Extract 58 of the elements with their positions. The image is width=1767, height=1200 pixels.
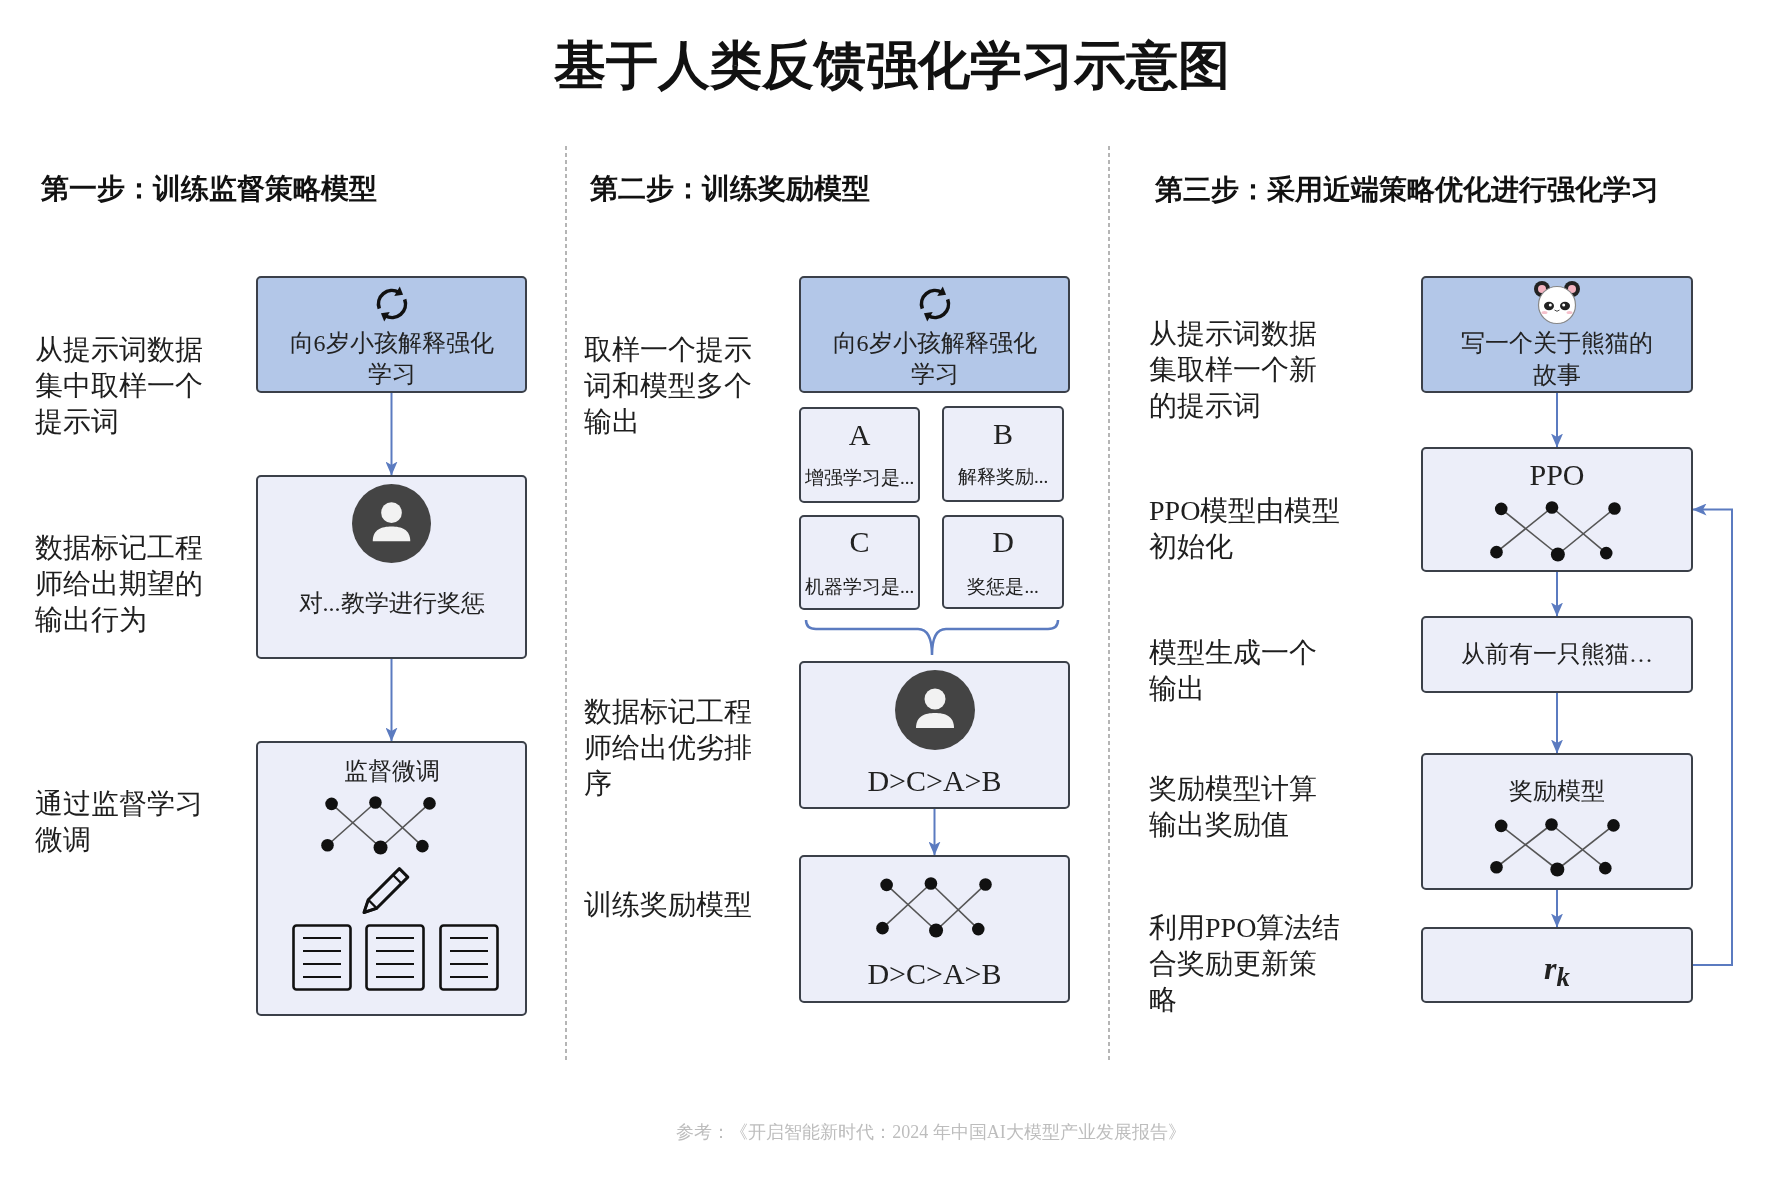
model-label: 奖励模型 [1509, 777, 1605, 806]
response-text: 对...教学进行奖惩 [298, 589, 485, 618]
step-description: 训练奖励模型 [584, 888, 752, 922]
option-letter: A [848, 418, 871, 452]
reward-model-box [1421, 753, 1693, 890]
option-text: 机器学习是... [804, 575, 915, 599]
diagram-title: 基于人类反馈强化学习示意图 [554, 35, 1230, 96]
option-letter: C [849, 525, 870, 559]
step-description: 从提示词数据集取样一个新的提示词 [1149, 317, 1318, 423]
arrow [928, 808, 941, 856]
option-text: 增强学习是... [804, 466, 915, 490]
arrow [1692, 503, 1733, 966]
ranking-box [799, 661, 1070, 809]
output-box [942, 406, 1064, 502]
step-description: 通过监督学习微调 [35, 787, 204, 857]
option-letter: B [993, 417, 1013, 451]
step-description: 数据标记工程师给出优劣排序 [584, 695, 753, 801]
reward-symbol: r$_{k}$ [1544, 949, 1570, 995]
arrow [1551, 692, 1563, 754]
step-heading: 第一步：训练监督策略模型 [41, 172, 377, 206]
response-text: 从前有一只熊猫… [1461, 640, 1653, 669]
output-box [942, 515, 1064, 609]
output-box [1421, 616, 1693, 693]
arrow [1551, 392, 1563, 448]
prompt-text: 向6岁小孩解释强化学习 [288, 329, 495, 389]
reward-model-box [799, 855, 1070, 1003]
step-description: 奖励模型计算输出奖励值 [1149, 772, 1318, 842]
prompt-text: 向6岁小孩解释强化学习 [831, 329, 1038, 389]
prompt-box [256, 276, 527, 393]
labeler-box [256, 475, 527, 659]
option-text: 奖惩是... [967, 575, 1039, 599]
arrow [1551, 571, 1563, 617]
step-description: 利用PPO算法结合奖励更新策略 [1149, 911, 1342, 1017]
step-heading: 第二步：训练奖励模型 [590, 172, 870, 206]
arrow [1551, 889, 1563, 928]
prompt-box [799, 276, 1070, 393]
step-description: 模型生成一个输出 [1149, 636, 1318, 706]
arrow [385, 658, 398, 742]
step-heading: 第三步：采用近端策略优化进行强化学习 [1155, 173, 1659, 207]
step-description: PPO模型由模型初始化 [1149, 494, 1342, 564]
step-description: 数据标记工程师给出期望的输出行为 [35, 531, 204, 637]
source-note: 参考：《开启智能新时代：2024 年中国AI大模型产业发展报告》 [676, 1121, 1186, 1144]
output-box [799, 407, 920, 503]
step-description: 从提示词数据集中取样一个提示词 [35, 333, 204, 439]
ranking-text: D>C>A>B [867, 763, 1002, 799]
model-label: PPO [1529, 457, 1585, 493]
step-description: 取样一个提示词和模型多个输出 [584, 333, 753, 439]
prompt-box [1421, 276, 1693, 393]
ranking-text: D>C>A>B [867, 956, 1002, 992]
model-label: 监督微调 [343, 757, 440, 786]
arrow [385, 392, 398, 476]
option-text: 解释奖励... [957, 465, 1049, 489]
fine-tune-box [256, 741, 527, 1016]
prompt-text: 写一个关于熊猫的故事 [1460, 329, 1654, 390]
policy-box [1421, 447, 1693, 572]
option-letter: D [992, 525, 1014, 559]
output-box [799, 515, 920, 610]
reward-box [1421, 927, 1693, 1003]
